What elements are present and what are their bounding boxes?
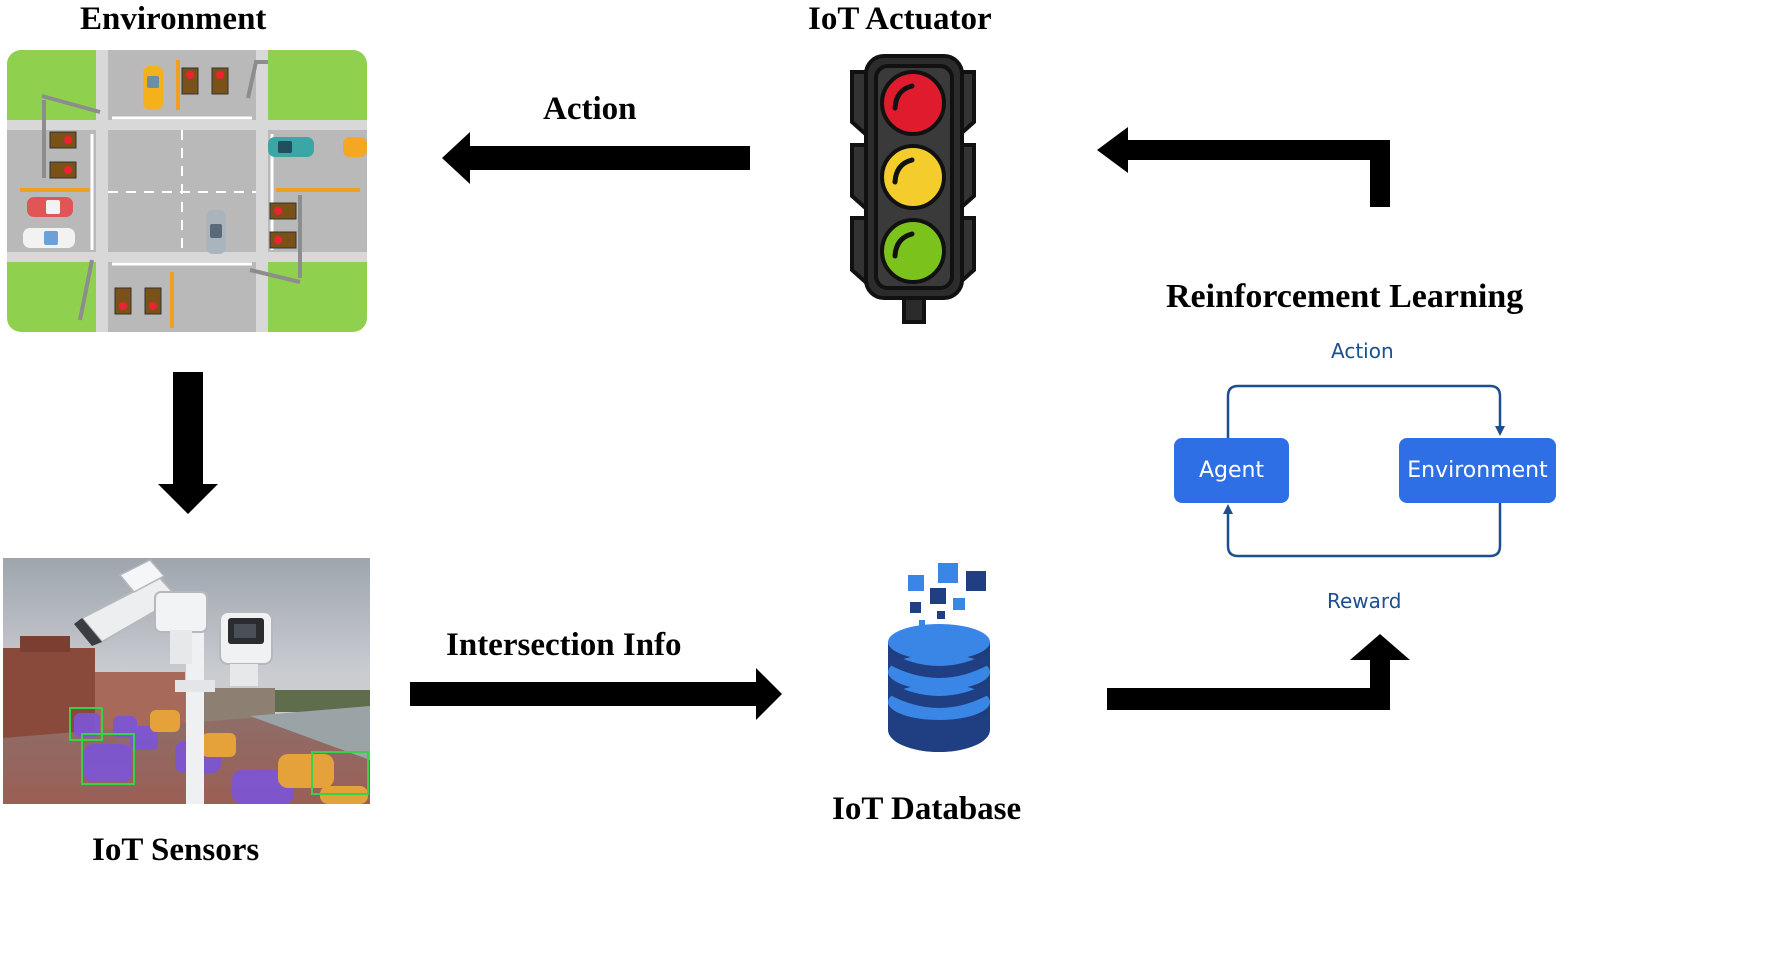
rl-loop-lines bbox=[1226, 384, 1502, 558]
intersection-info-arrow bbox=[410, 668, 782, 720]
action-arrow bbox=[442, 132, 750, 184]
yellow-lamp bbox=[880, 144, 946, 210]
green-lamp bbox=[880, 218, 946, 284]
traffic-light-icon bbox=[850, 54, 976, 324]
action-edge-label: Action bbox=[543, 91, 637, 127]
intersection-info-edge-label: Intersection Info bbox=[446, 627, 682, 663]
database-to-rl-arrow bbox=[1107, 634, 1410, 710]
yellow-vehicles bbox=[150, 710, 368, 804]
rl-environment-box: Environment bbox=[1399, 438, 1556, 503]
camera-left bbox=[74, 559, 208, 664]
rl-to-actuator-arrow bbox=[1097, 127, 1390, 207]
database-icon bbox=[888, 563, 990, 752]
mini-traffic-lights bbox=[49, 67, 297, 315]
rl-reward-label: Reward bbox=[1327, 589, 1402, 613]
rl-agent-box: Agent bbox=[1174, 438, 1289, 503]
car-orange-edge bbox=[343, 137, 367, 157]
iot-database-title: IoT Database bbox=[832, 791, 1022, 827]
red-lamp bbox=[880, 70, 946, 136]
rl-reward-arrowhead bbox=[1223, 504, 1233, 514]
reinforcement-learning-title: Reinforcement Learning bbox=[1166, 278, 1524, 315]
environment-title: Environment bbox=[80, 1, 267, 37]
iot-actuator-title: IoT Actuator bbox=[808, 1, 992, 37]
camera-right bbox=[219, 611, 273, 686]
rl-action-arrowhead bbox=[1495, 426, 1505, 436]
iot-sensors-title: IoT Sensors bbox=[92, 832, 260, 868]
rl-action-label: Action bbox=[1331, 339, 1394, 363]
iot-sensors-photo bbox=[3, 558, 370, 804]
intersection-illustration bbox=[7, 50, 367, 332]
environment-to-sensors-arrow bbox=[158, 372, 218, 514]
